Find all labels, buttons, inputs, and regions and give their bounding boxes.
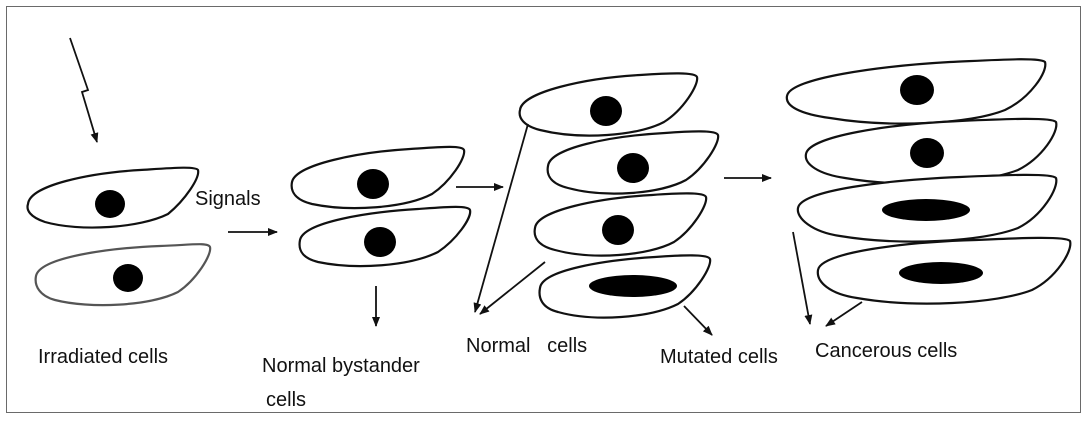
cancerous-cells-label: Cancerous cells xyxy=(815,340,957,362)
mutated-cells-label: Mutated cells xyxy=(660,346,778,368)
bystander-cells-label-line2: cells xyxy=(266,389,306,411)
normal-cell-group xyxy=(520,73,719,255)
mutated-label-arrow xyxy=(684,306,712,335)
cancerous-cell-group xyxy=(787,59,1071,303)
cancerous-cell xyxy=(787,59,1046,123)
normal-cell xyxy=(548,131,719,193)
normal-cells-label: Normal cells xyxy=(466,335,587,357)
normal-label-arrow xyxy=(475,124,528,312)
bystander-cell xyxy=(300,207,471,266)
lightning-bolt-icon xyxy=(70,38,97,142)
irradiated-cell xyxy=(36,244,211,305)
irradiated-cell xyxy=(28,168,199,228)
irradiated-cell-group xyxy=(28,168,211,305)
bystander-cell xyxy=(292,147,465,208)
bystander-cell-group xyxy=(292,147,471,266)
normal-cell xyxy=(520,73,698,135)
cancerous-label-arrow xyxy=(826,302,862,326)
normal-cell xyxy=(535,193,707,255)
cancerous-label-arrow xyxy=(793,232,810,324)
signals-label: Signals xyxy=(195,188,261,210)
cancerous-cell xyxy=(798,175,1057,242)
cancerous-cell xyxy=(818,238,1071,304)
normal-label-arrow xyxy=(480,262,545,314)
mutated-cell xyxy=(540,255,711,317)
irradiated-cells-label: Irradiated cells xyxy=(38,346,168,368)
bystander-cells-label-line1: Normal bystander xyxy=(262,355,420,377)
